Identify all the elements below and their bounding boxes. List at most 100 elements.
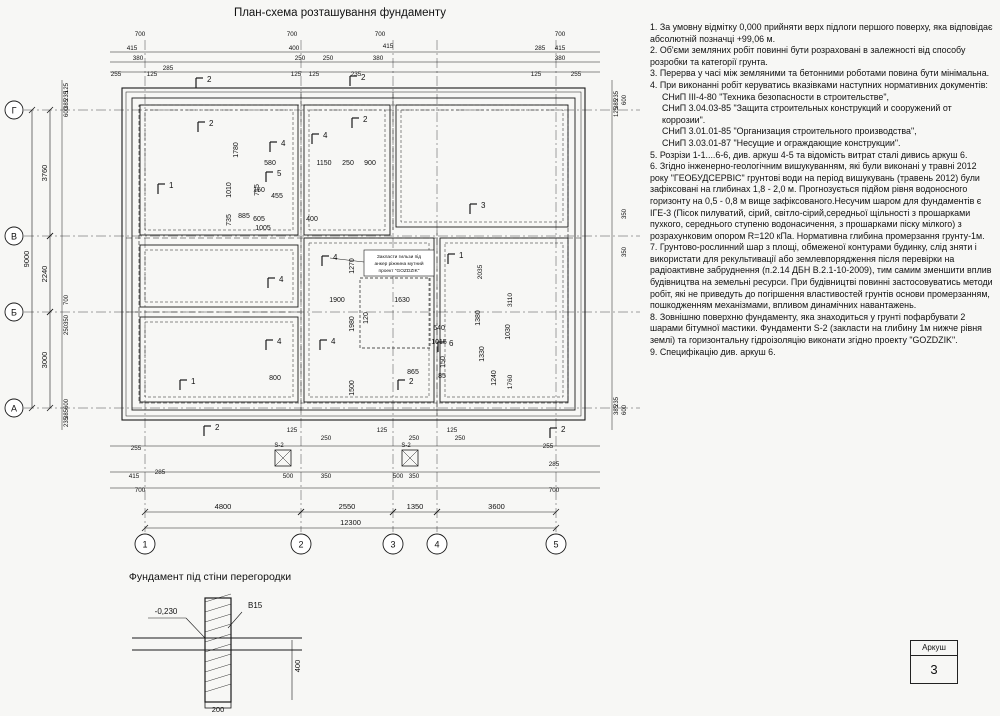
section-marker: 4 bbox=[281, 139, 286, 148]
room-inner-line bbox=[144, 109, 294, 231]
dim-left-3: 3000 bbox=[40, 352, 49, 369]
dim-overall-2: 2550 bbox=[339, 502, 356, 511]
sheet-label: Аркуш bbox=[911, 641, 957, 656]
section-marker: 2 bbox=[209, 119, 214, 128]
dim-left-total-tick bbox=[28, 106, 36, 114]
axis-bubble-1 bbox=[134, 533, 156, 555]
section-hatch bbox=[204, 593, 232, 603]
note-4-ref-4: СНиП 3.03.01-87 "Несущие и ограждающие к… bbox=[662, 137, 901, 148]
dim-bottom-small: 500 bbox=[283, 473, 294, 480]
dim-interior: 400 bbox=[306, 216, 318, 223]
dim-top: 380 bbox=[373, 55, 384, 62]
section-marker: 2 bbox=[207, 75, 212, 84]
dim-top: 415 bbox=[555, 45, 566, 52]
dim-top: 125 bbox=[531, 71, 542, 78]
dim-left-small: 350 bbox=[64, 314, 70, 325]
note-1: 1. За умовну відмітку 0,000 прийняти вер… bbox=[650, 22, 993, 44]
section-marker: 2 bbox=[363, 115, 368, 124]
dim-left-small: 385 bbox=[64, 408, 70, 419]
dim-left-3-tick bbox=[46, 308, 54, 316]
dim-top: 400 bbox=[289, 45, 300, 52]
axis-bubble-1-label: 1 bbox=[142, 540, 147, 550]
axis-bubble-5 bbox=[545, 533, 567, 555]
room-outline bbox=[139, 104, 299, 236]
dim-interior: 900 bbox=[364, 160, 376, 167]
dim-overall-4-tick bbox=[552, 508, 560, 516]
axis-bubble-5-label: 5 bbox=[553, 540, 558, 550]
room-outline bbox=[139, 244, 299, 308]
note-4-ref-2: СНиП 3.04.03-85 "Защита строительных кон… bbox=[662, 103, 952, 125]
section-marker: 4 bbox=[331, 337, 336, 346]
dim-interior: 1500 bbox=[349, 380, 356, 396]
dim-top: 250 bbox=[323, 55, 334, 62]
section-hatch bbox=[204, 653, 232, 663]
note-4-ref-3: СНиП 3.01.01-85 "Организация строительно… bbox=[662, 126, 917, 137]
dim-interior: 1780 bbox=[233, 142, 240, 158]
axis-bubble-3 bbox=[382, 533, 404, 555]
note-6: 6. Згідно інженерно-геологічним вишукува… bbox=[650, 161, 985, 241]
note-4-ref-1: СНиП III-4-80 "Техника безопасности в ст… bbox=[662, 91, 889, 102]
dim-interior: 885 bbox=[238, 213, 250, 220]
s2-label: S-2 bbox=[401, 443, 411, 449]
dim-left-3-tick bbox=[46, 404, 54, 412]
note-5: 5. Розрізи 1-1....6-6, див. аркуш 4-5 та… bbox=[650, 149, 968, 160]
dim-top: 700 bbox=[555, 31, 566, 38]
note-4: 4. При виконанні робіт керуватись вказів… bbox=[650, 79, 988, 90]
dim-overall-4-tick bbox=[433, 508, 441, 516]
dim-bottom-small: 250 bbox=[455, 435, 466, 442]
dim-left-small: 235 bbox=[64, 90, 70, 101]
dim-interior: 865 bbox=[407, 369, 419, 376]
axis-bubble-2-label: 2 bbox=[298, 540, 303, 550]
dim-left-total-tick bbox=[28, 404, 36, 412]
section-elevation-label: -0,230 bbox=[155, 607, 178, 616]
axis-bubble-Г-label: Г bbox=[12, 106, 17, 116]
dim-right-small: 385 bbox=[614, 404, 620, 415]
dim-bottom-small: 350 bbox=[409, 473, 420, 480]
foundation-inner-edge bbox=[131, 97, 576, 411]
section-marker: 4 bbox=[279, 275, 284, 284]
dim-interior: 1270 bbox=[349, 258, 356, 274]
section-marker: 2 bbox=[409, 377, 414, 386]
dim-top: 125 bbox=[291, 71, 302, 78]
dim-interior: 735 bbox=[226, 214, 233, 226]
dim-top: 415 bbox=[127, 45, 138, 52]
note-8: 8. Зовнішню поверхню фундаменту, яка зна… bbox=[650, 311, 982, 346]
dim-left-2: 2240 bbox=[40, 266, 49, 283]
dim-bottom-small: 700 bbox=[549, 487, 560, 494]
section-marker: 1 bbox=[191, 377, 196, 386]
dim-left-total: 9000 bbox=[22, 251, 31, 268]
dim-interior: 1240 bbox=[491, 370, 498, 386]
s2-footing bbox=[401, 449, 419, 467]
dim-interior: 605 bbox=[253, 216, 265, 223]
dim-top: 285 bbox=[163, 65, 174, 72]
section-marker: 2 bbox=[215, 423, 220, 432]
axis-bubble-2 bbox=[290, 533, 312, 555]
axis-bubble-В-label: В bbox=[11, 232, 17, 242]
room-inner-line bbox=[308, 109, 386, 231]
note-3: 3. Перерва у часі між земляними та бетон… bbox=[650, 68, 990, 79]
section-hatch bbox=[204, 643, 232, 653]
section-marker: 1 bbox=[169, 181, 174, 190]
dim-bottom-small: 255 bbox=[543, 443, 554, 450]
dim-bottom-small: 415 bbox=[129, 473, 140, 480]
dim-overall-3-tick bbox=[389, 508, 397, 516]
dim-interior: 120 bbox=[363, 312, 370, 324]
dim-right-1: 3110 bbox=[507, 293, 514, 307]
dim-bottom-small: 125 bbox=[287, 427, 298, 434]
dim-left-2-tick bbox=[46, 232, 54, 240]
s2-label: S-2 bbox=[274, 443, 284, 449]
s2-footing bbox=[274, 449, 292, 467]
dim-top: 380 bbox=[555, 55, 566, 62]
room-outline bbox=[303, 104, 391, 236]
dim-bottom-small: 255 bbox=[131, 445, 142, 452]
axis-bubble-4 bbox=[426, 533, 448, 555]
dim-left-small: 700 bbox=[64, 294, 70, 305]
dim-interior: 1030 bbox=[505, 324, 512, 340]
room-inner-line bbox=[444, 242, 564, 398]
dim-interior: 1005 bbox=[255, 225, 271, 232]
section-concrete-label: B15 bbox=[248, 601, 263, 610]
room-outline bbox=[139, 316, 299, 403]
section-marker: 2 bbox=[361, 73, 366, 82]
axis-bubble-Б bbox=[4, 302, 24, 322]
section-title: Фундамент під стіни перегородки bbox=[129, 571, 291, 583]
